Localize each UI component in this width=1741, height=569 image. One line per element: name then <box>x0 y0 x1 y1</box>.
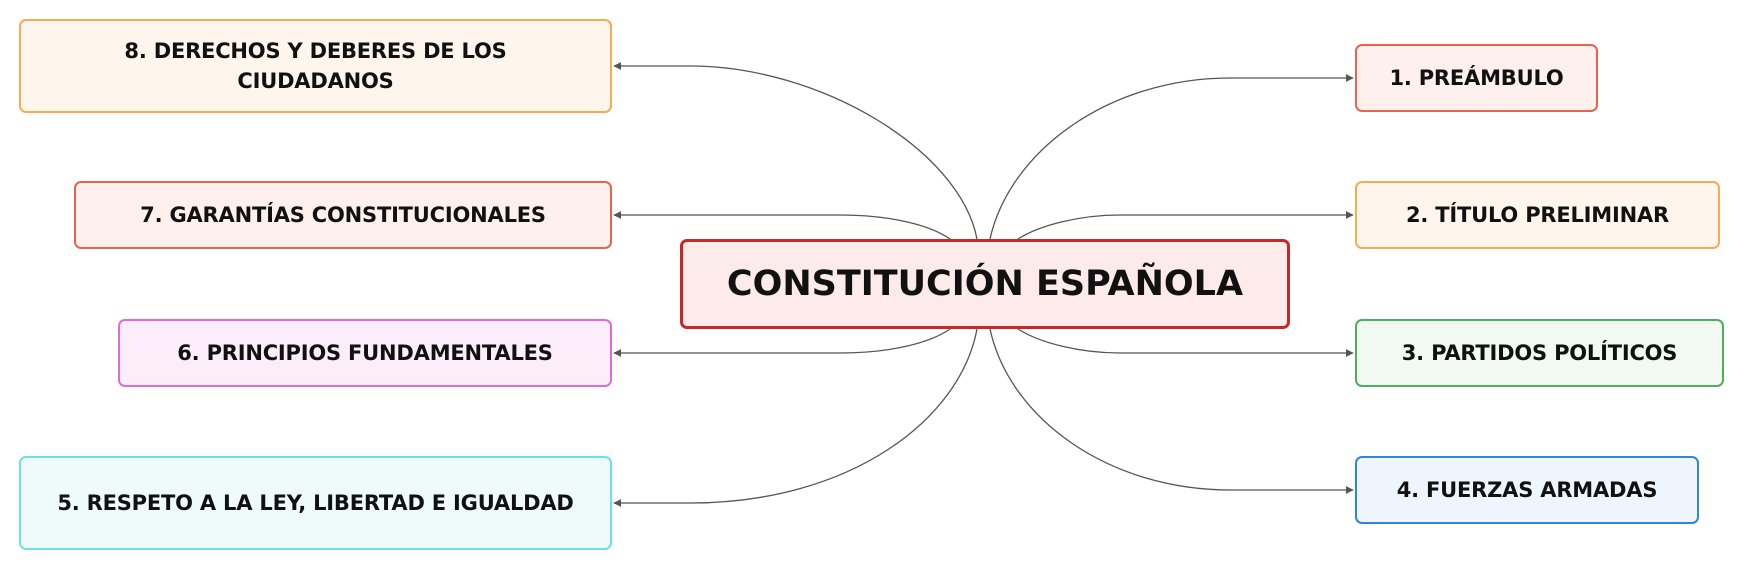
central-topic-label: CONSTITUCIÓN ESPAÑOLA <box>726 263 1244 304</box>
topic-garantias-constitucionales[interactable]: 7. GARANTÍAS CONSTITUCIONALES <box>74 181 612 249</box>
connector-partidos-politicos <box>1017 328 1354 357</box>
connector-garantias-constitucionales <box>613 211 951 240</box>
topic-derechos-deberes[interactable]: 8. DERECHOS Y DEBERES DE LOS CIUDADANOS <box>19 19 612 113</box>
central-topic[interactable]: CONSTITUCIÓN ESPAÑOLA <box>680 239 1290 329</box>
topic-partidos-politicos[interactable]: 3. PARTIDOS POLÍTICOS <box>1355 319 1724 387</box>
topic-fuerzas-armadas-label: 4. FUERZAS ARMADAS <box>1396 477 1658 502</box>
connector-derechos-deberes <box>613 62 978 240</box>
topic-derechos-deberes-label: 8. DERECHOS Y DEBERES DE LOS CIUDADANOS <box>124 38 507 93</box>
topic-principios-fundamentales-label: 6. PRINCIPIOS FUNDAMENTALES <box>177 340 553 365</box>
topic-respeto-ley[interactable]: 5. RESPETO A LA LEY, LIBERTAD E IGUALDAD <box>19 456 612 550</box>
topic-fuerzas-armadas[interactable]: 4. FUERZAS ARMADAS <box>1355 456 1699 524</box>
topic-titulo-preliminar-label: 2. TÍTULO PRELIMINAR <box>1405 202 1670 227</box>
connector-principios-fundamentales <box>613 328 951 357</box>
topic-preambulo[interactable]: 1. PREÁMBULO <box>1355 44 1598 112</box>
topic-partidos-politicos-label: 3. PARTIDOS POLÍTICOS <box>1401 340 1678 365</box>
connector-preambulo <box>989 74 1354 240</box>
topic-garantias-constitucionales-label: 7. GARANTÍAS CONSTITUCIONALES <box>140 202 546 227</box>
topic-principios-fundamentales[interactable]: 6. PRINCIPIOS FUNDAMENTALES <box>118 319 612 387</box>
topic-titulo-preliminar[interactable]: 2. TÍTULO PRELIMINAR <box>1355 181 1720 249</box>
connector-fuerzas-armadas <box>989 328 1354 494</box>
connector-titulo-preliminar <box>1017 211 1354 240</box>
topic-preambulo-label: 1. PREÁMBULO <box>1389 65 1564 90</box>
connector-respeto-ley <box>613 328 978 507</box>
topic-respeto-ley-label: 5. RESPETO A LA LEY, LIBERTAD E IGUALDAD <box>57 490 574 515</box>
